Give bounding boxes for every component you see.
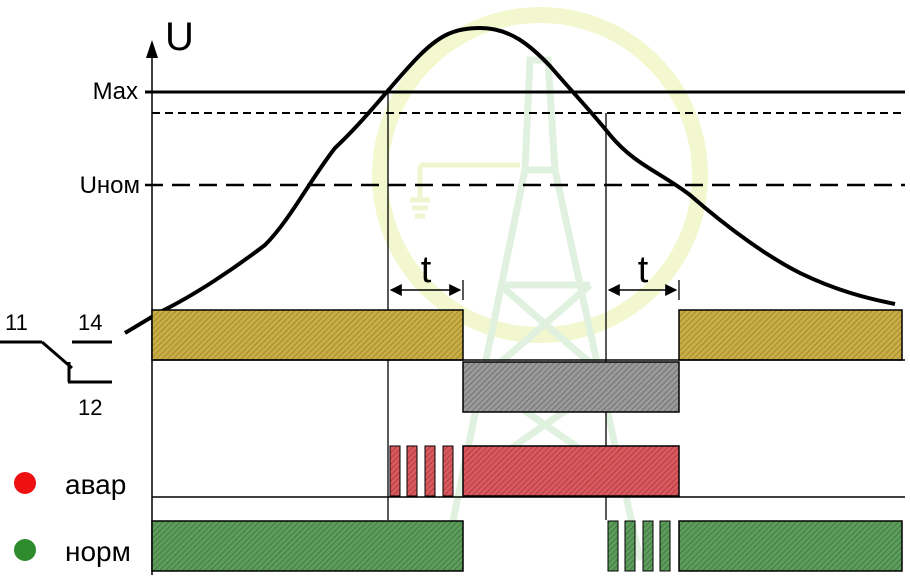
nominal-threshold: Uном bbox=[80, 172, 905, 199]
relay-nc-track bbox=[152, 359, 905, 413]
normal-steady-bar-right bbox=[678, 520, 903, 572]
delay-label-left: t bbox=[421, 249, 432, 291]
relay-no-track bbox=[151, 309, 903, 361]
normal-steady-bar-left bbox=[151, 520, 464, 572]
nominal-label: Uном bbox=[80, 172, 140, 199]
delay-arrow-left: t bbox=[389, 249, 462, 296]
voltage-curve bbox=[123, 25, 896, 335]
alarm-led-icon bbox=[14, 472, 36, 494]
relay-contact-symbol: 11 14 12 bbox=[0, 310, 112, 420]
y-axis: U bbox=[146, 15, 194, 575]
delay-arrow-right: t bbox=[607, 249, 678, 296]
max-label: Max bbox=[93, 78, 138, 105]
max-threshold: Max bbox=[93, 78, 905, 105]
normal-indicator-row: норм bbox=[14, 520, 903, 572]
delay-label-right: t bbox=[638, 249, 649, 291]
normal-led-icon bbox=[14, 539, 36, 561]
alarm-steady-bar bbox=[462, 445, 680, 497]
alarm-label: авар bbox=[65, 469, 126, 500]
normal-label: норм bbox=[65, 536, 131, 567]
y-axis-label: U bbox=[165, 15, 194, 59]
normal-blink-pulses bbox=[607, 520, 671, 572]
alarm-blink-pulses bbox=[389, 445, 454, 497]
alarm-indicator-row: авар bbox=[14, 445, 905, 500]
relay-pin-11: 11 bbox=[5, 310, 28, 335]
relay-pin-12: 12 bbox=[78, 395, 102, 420]
relay-pin-14: 14 bbox=[78, 310, 102, 335]
